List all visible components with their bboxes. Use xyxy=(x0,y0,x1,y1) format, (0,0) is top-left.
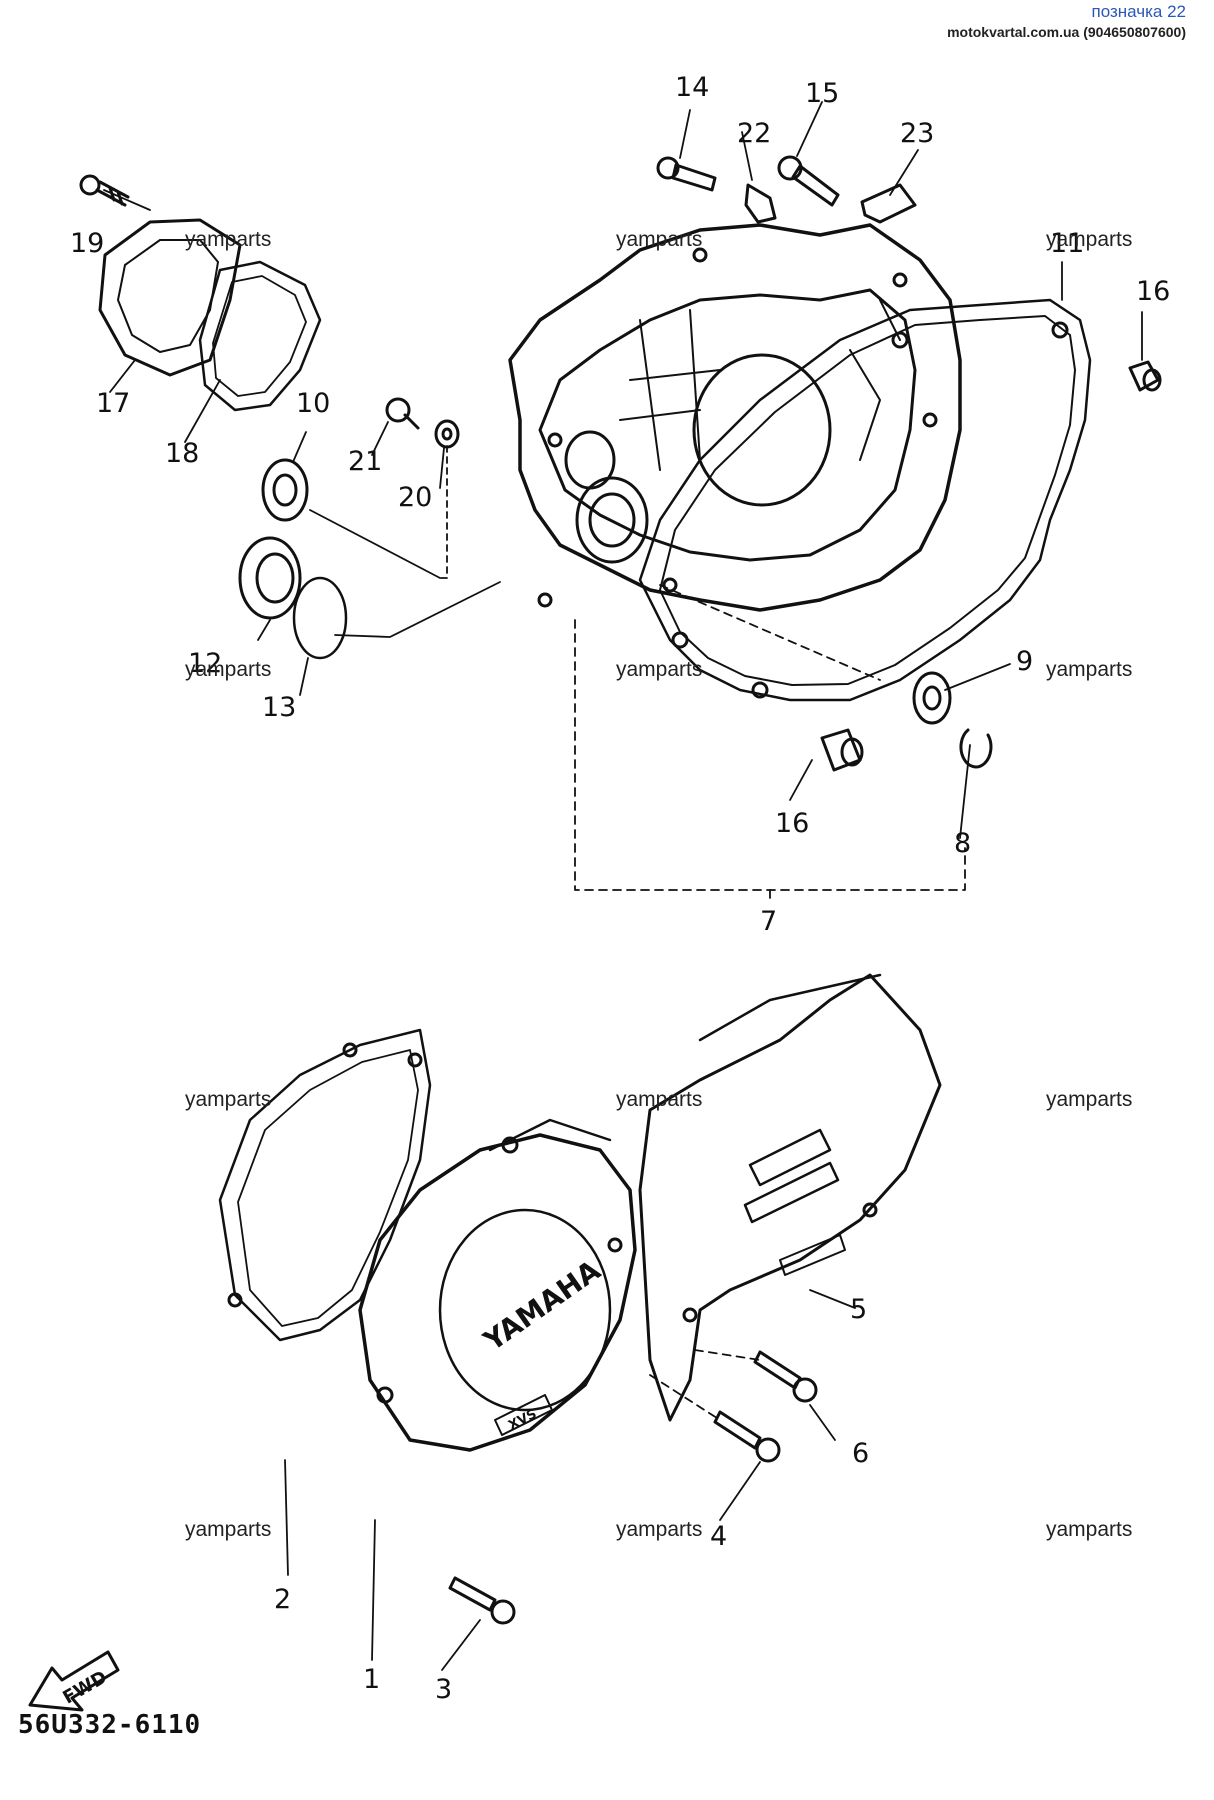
callout-19: 19 xyxy=(70,228,104,259)
watermark: yamparts xyxy=(616,1088,703,1111)
callout-7: 7 xyxy=(760,906,777,937)
clip-22 xyxy=(744,183,777,224)
callout-6: 6 xyxy=(852,1438,869,1469)
callout-14: 14 xyxy=(675,72,709,103)
callout-18: 18 xyxy=(165,438,199,469)
callout-12: 12 xyxy=(188,648,222,679)
callout-15: 15 xyxy=(805,78,839,109)
callout-21: 21 xyxy=(348,446,382,477)
callout-5: 5 xyxy=(850,1294,867,1325)
bolt-6 xyxy=(753,1350,818,1403)
seal-9 xyxy=(912,671,952,725)
fwd-label: FWD xyxy=(59,1667,110,1709)
seal-12 xyxy=(238,536,302,620)
watermark: yamparts xyxy=(185,228,272,251)
watermark: yamparts xyxy=(185,1088,272,1111)
leader-lines-upper xyxy=(103,101,1143,899)
callout-10: 10 xyxy=(296,388,330,419)
callout-3: 3 xyxy=(435,1674,452,1705)
callout-22: 22 xyxy=(737,118,771,149)
watermark: yamparts xyxy=(1046,1088,1133,1111)
watermark: yamparts xyxy=(1046,1518,1133,1541)
bolt-19 xyxy=(79,174,130,207)
callout-9: 9 xyxy=(1016,646,1033,677)
watermark: yamparts xyxy=(1046,658,1133,681)
gasket-18 xyxy=(198,260,322,412)
bolt-4 xyxy=(713,1410,781,1463)
cover-cap-17 xyxy=(98,218,242,377)
dowel-16a xyxy=(1128,360,1162,392)
callout-17: 17 xyxy=(96,388,130,419)
page-header: позначка 22 motokvartal.com.ua (90465080… xyxy=(947,2,1186,42)
callout-13: 13 xyxy=(262,692,296,723)
callout-20: 20 xyxy=(398,482,432,513)
washer-20 xyxy=(434,419,460,449)
callout-labels: 14 15 22 23 19 11 16 10 17 21 18 20 9 12… xyxy=(70,72,1170,1705)
o-ring-13 xyxy=(292,576,348,660)
gasket-11 xyxy=(638,298,1092,702)
oil-seal-10 xyxy=(261,458,309,522)
watermark: yamparts xyxy=(1046,228,1133,251)
bolt-15 xyxy=(777,155,840,207)
watermark: yamparts xyxy=(616,228,703,251)
cover-brand-text: YAMAHA xyxy=(477,1253,607,1358)
generator-cover-1: YAMAHA XVS xyxy=(358,1118,637,1452)
watermark: yamparts xyxy=(616,658,703,681)
gasket-2 xyxy=(218,1028,432,1342)
bolt-3 xyxy=(448,1576,516,1625)
callout-11: 11 xyxy=(1050,228,1084,259)
leader-lines-lower xyxy=(284,1289,856,1671)
header-site: motokvartal.com.ua (904650807600) xyxy=(947,24,1186,40)
shield-cover-5 xyxy=(638,973,942,1422)
callout-4: 4 xyxy=(710,1521,727,1552)
diagram-code: 56U332-6110 xyxy=(18,1710,202,1740)
forward-arrow-icon: FWD xyxy=(28,1650,120,1712)
callout-2: 2 xyxy=(274,1584,291,1615)
bolt-14 xyxy=(656,156,717,192)
cover-badge-text: XVS xyxy=(506,1407,539,1434)
crankcase-cover-right xyxy=(508,223,962,612)
dowel-16b xyxy=(820,728,864,772)
callout-16-right: 16 xyxy=(1136,276,1170,307)
callout-8: 8 xyxy=(954,828,971,859)
watermark: yamparts xyxy=(185,1518,272,1541)
bracket-23 xyxy=(860,183,917,224)
callout-23: 23 xyxy=(900,118,934,149)
callout-1: 1 xyxy=(363,1664,380,1695)
watermark: yamparts xyxy=(616,1518,703,1541)
bolt-21 xyxy=(385,397,420,430)
header-label: позначка 22 xyxy=(1091,2,1187,21)
watermark: yamparts xyxy=(185,658,272,681)
circlip-8 xyxy=(959,728,993,769)
callout-16-lower: 16 xyxy=(775,808,809,839)
